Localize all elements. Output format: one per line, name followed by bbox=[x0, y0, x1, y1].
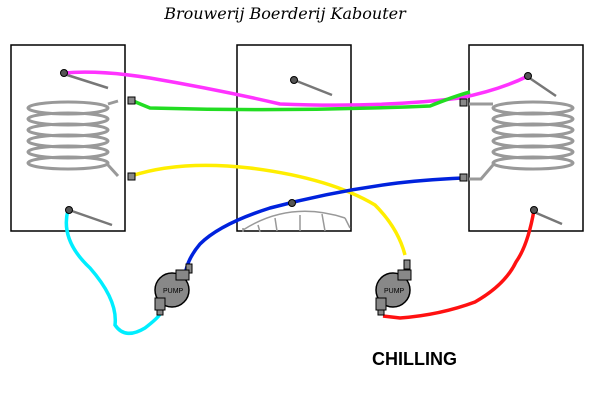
page-title: Brouwerij Boerderij Kabouter bbox=[164, 4, 406, 23]
pump-2-label: PUMP bbox=[384, 288, 405, 295]
pump-1: PUMP bbox=[154, 269, 190, 311]
cyan-hose bbox=[64, 209, 162, 335]
thermometer-probes bbox=[63, 72, 563, 227]
hlt-coil bbox=[26, 99, 120, 178]
pump-2: PUMP bbox=[375, 269, 412, 311]
magenta-hose bbox=[63, 70, 529, 107]
red-hose bbox=[382, 209, 536, 320]
pump-1-label: PUMP bbox=[163, 288, 184, 295]
blue-hose bbox=[184, 176, 464, 271]
mode-status: CHILLING bbox=[372, 349, 457, 369]
probe-heads bbox=[60, 69, 538, 214]
mash-false-bottom bbox=[242, 210, 351, 233]
kettle-coil bbox=[469, 100, 575, 181]
green-hose bbox=[130, 90, 471, 112]
yellow-hose bbox=[130, 163, 407, 256]
